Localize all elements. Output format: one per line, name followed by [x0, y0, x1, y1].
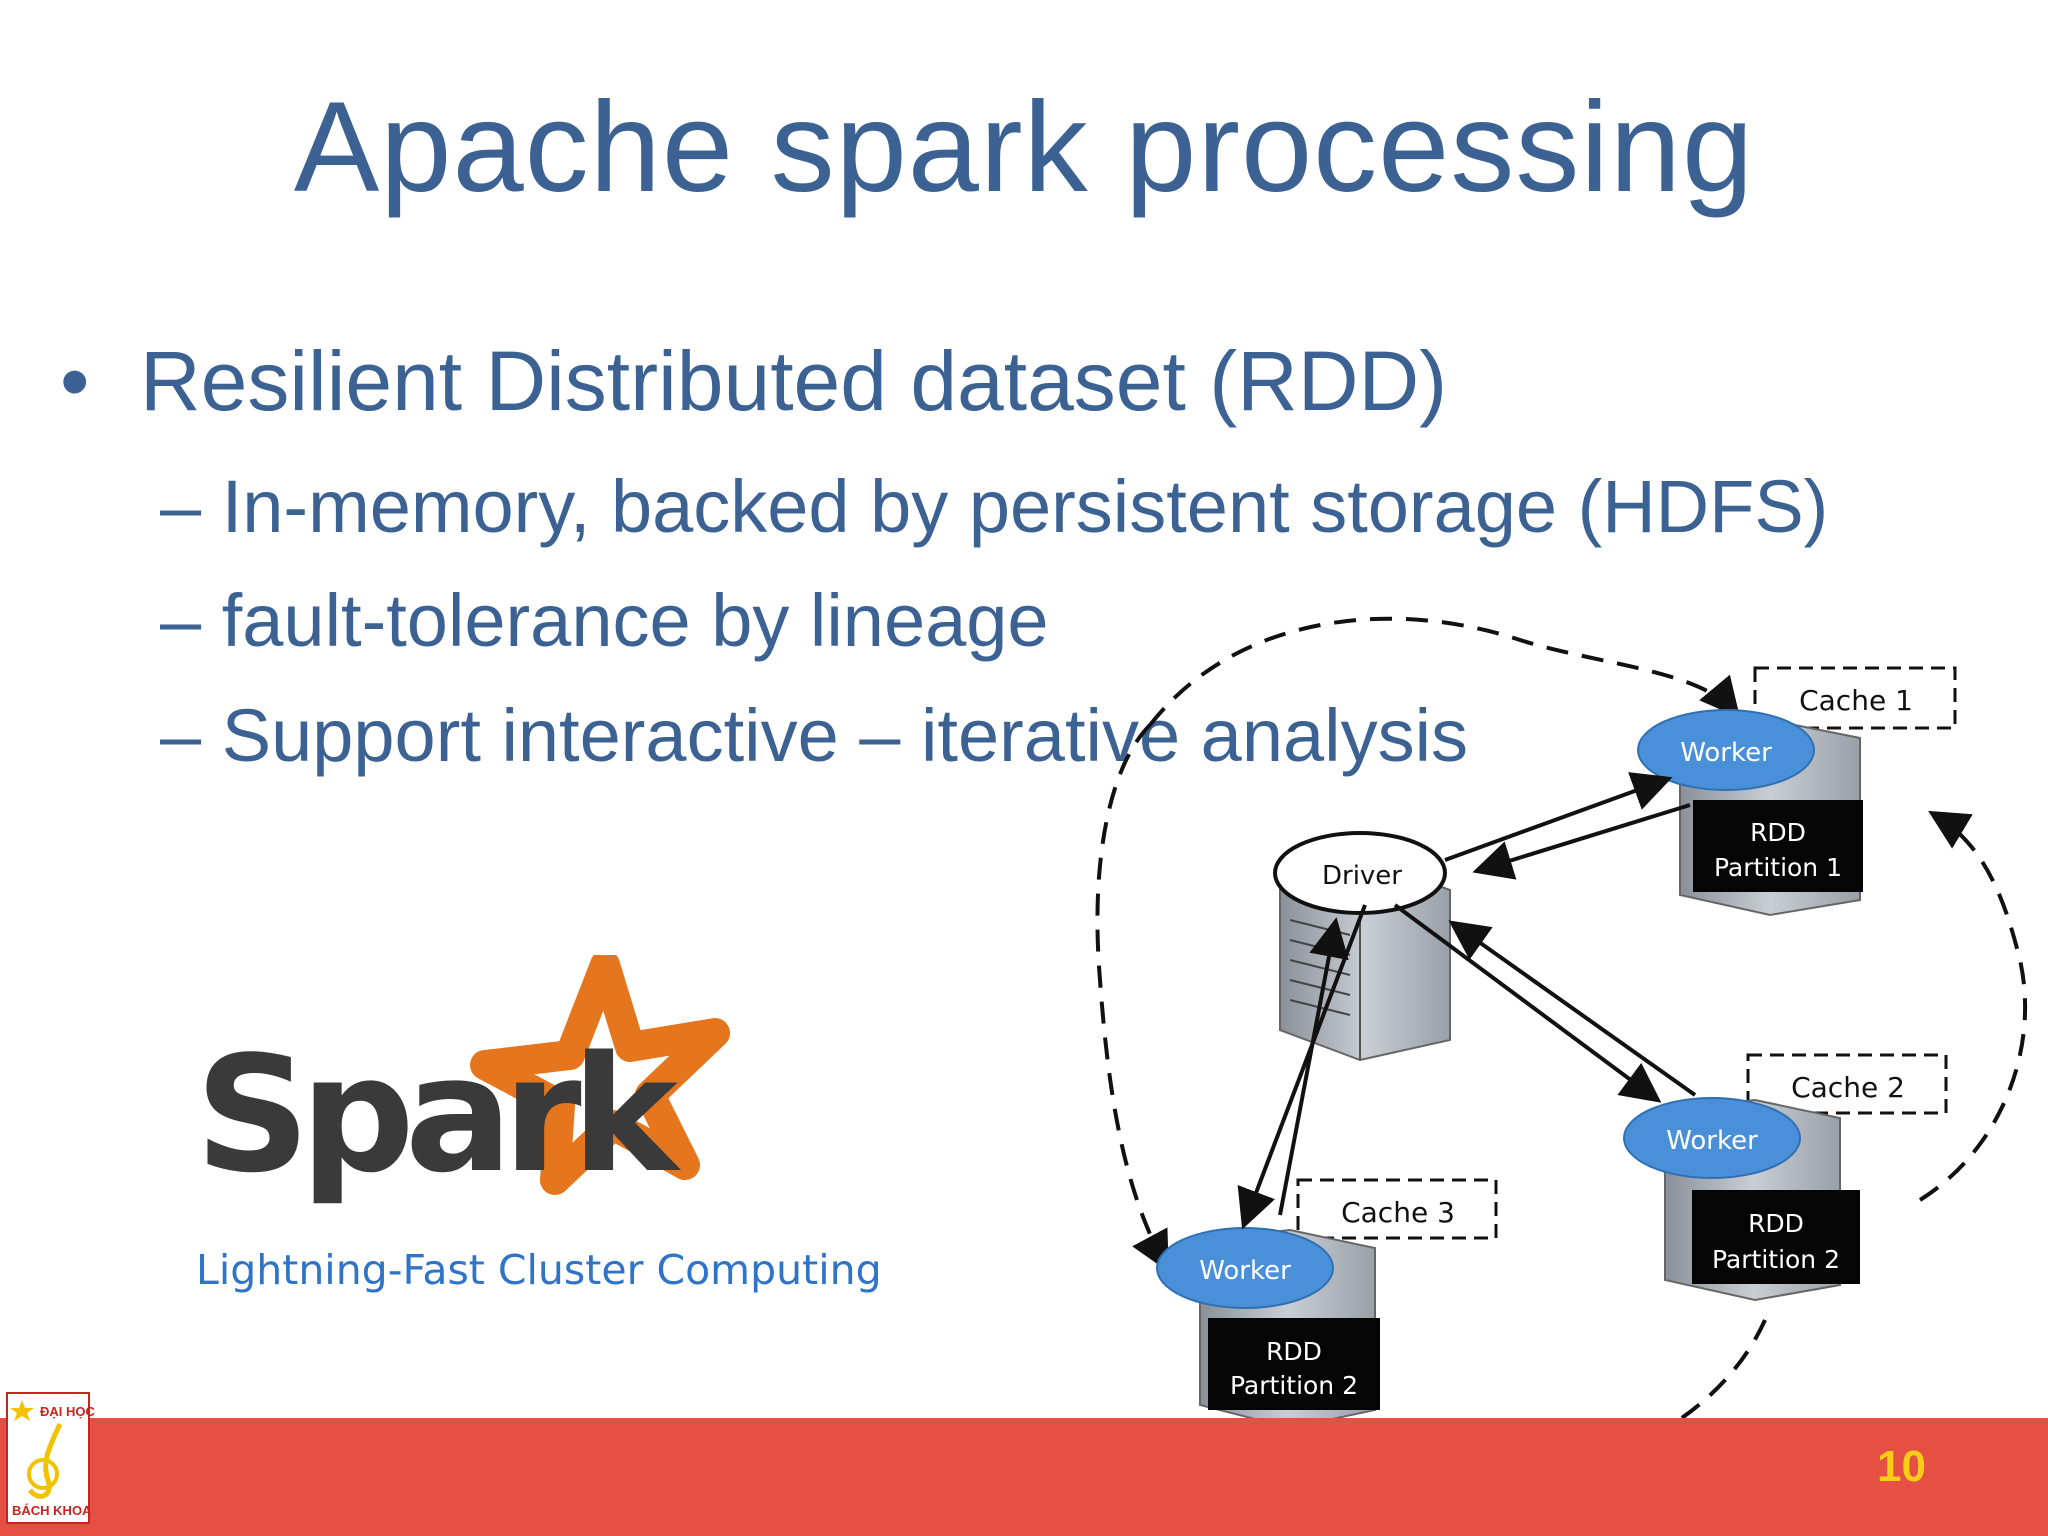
school-bottom-text: BÁCH KHOA	[12, 1503, 92, 1518]
main-bullet: • Resilient Distributed dataset (RDD)	[60, 334, 1448, 428]
worker-2-label: Worker	[1666, 1126, 1758, 1156]
partition-2-label: Partition 2	[1712, 1245, 1840, 1274]
university-logo-icon	[6, 1392, 90, 1524]
spark-tagline: Lightning-Fast Cluster Computing	[196, 1246, 882, 1294]
cache-3-label: Cache 3	[1341, 1196, 1455, 1229]
partition-1-label: Partition 1	[1714, 853, 1842, 882]
cache-2-box	[1746, 1053, 1948, 1115]
sub-bullet-interactive: – Support interactive – iterative analys…	[160, 694, 1469, 777]
school-top-text: ĐẠI HỌC	[40, 1404, 95, 1419]
partition-3-label: Partition 2	[1230, 1371, 1358, 1400]
rdd-2-label: RDD	[1748, 1209, 1804, 1238]
worker-1-label: Worker	[1680, 738, 1772, 768]
driver-server-icon: Driver	[1273, 831, 1451, 1062]
rdd-partition-2-box	[1692, 1190, 1860, 1284]
driver-label: Driver	[1322, 861, 1402, 891]
cache-3-box	[1296, 1178, 1498, 1240]
cache-1-label: Cache 1	[1799, 684, 1913, 717]
sub-bullet-fault-tolerance: – fault-tolerance by lineage	[160, 579, 1049, 662]
worker-3: Cache 3 RDD Partition 2 Worker	[1156, 1178, 1498, 1430]
worker-1-node	[1637, 709, 1815, 791]
bullet-dot: •	[60, 334, 90, 428]
sub-bullet-in-memory: – In-memory, backed by persistent storag…	[160, 465, 1829, 548]
main-bullet-text: Resilient Distributed dataset (RDD)	[140, 334, 1448, 428]
worker-2: Cache 2 RDD Partition 2 Worker	[1623, 1053, 1948, 1302]
cache-2-label: Cache 2	[1791, 1071, 1905, 1104]
spark-wordmark: Spark	[195, 1021, 678, 1208]
rdd-partition-1-box	[1693, 800, 1863, 892]
cache-1-box	[1753, 666, 1957, 730]
rdd-3-label: RDD	[1266, 1337, 1322, 1366]
slide-title: Apache spark processing	[293, 76, 1755, 219]
page-number: 10	[1877, 1442, 1926, 1491]
worker-2-node	[1623, 1097, 1801, 1179]
rdd-partition-3-box	[1208, 1318, 1380, 1410]
footer-bar	[0, 1418, 2048, 1536]
worker-1: Cache 1 RDD Partition 1 Worker	[1637, 666, 1957, 917]
worker-3-label: Worker	[1199, 1256, 1291, 1286]
rdd-1-label: RDD	[1750, 818, 1806, 847]
driver-worker-arrows	[1237, 772, 1697, 1230]
spark-star-icon	[470, 955, 730, 1195]
